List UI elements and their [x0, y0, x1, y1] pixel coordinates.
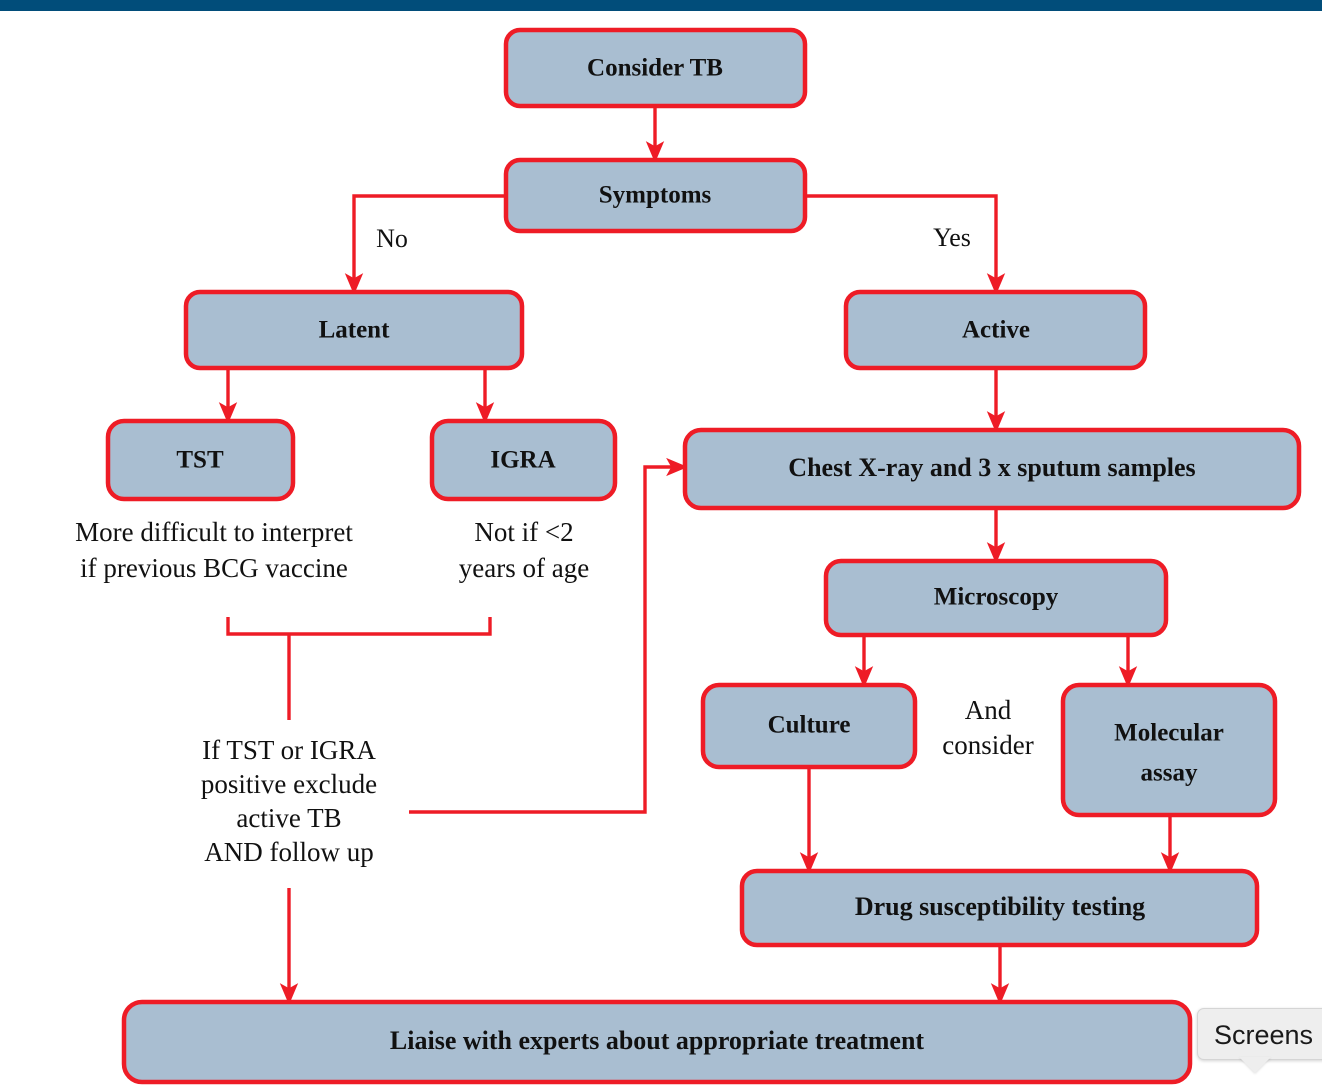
node-liaise-with-experts-label: Liaise with experts about appropriate tr…: [390, 1026, 924, 1055]
node-microscopy[interactable]: Microscopy: [823, 558, 1169, 638]
node-drug-susceptibility-testing[interactable]: Drug susceptibility testing: [739, 868, 1260, 948]
node-active-label: Active: [962, 317, 1030, 344]
edge-symptoms-to-active: [805, 194, 1006, 295]
node-molecular-assay-rect[interactable]: [1060, 682, 1278, 818]
node-consider-tb[interactable]: Consider TB: [503, 27, 808, 109]
edge-group: [218, 106, 1180, 1005]
edge-label-and-consider-line1: And: [965, 695, 1012, 725]
node-tst-rect[interactable]: [105, 418, 296, 502]
screens-tooltip[interactable]: Screens: [1197, 1008, 1322, 1060]
annotation-tst-note-line2: if previous BCG vaccine: [80, 553, 348, 583]
edge-tst-note-merge: [226, 617, 492, 636]
top-accent-bar: [0, 0, 1322, 11]
node-culture-label: Culture: [768, 712, 851, 739]
node-drug-susceptibility-testing-rect[interactable]: [739, 868, 1260, 948]
node-symptoms[interactable]: Symptoms: [503, 157, 808, 234]
edge-symptoms-to-latent: [344, 194, 506, 295]
node-chest-xray-rect[interactable]: [682, 427, 1302, 511]
node-consider-tb-rect[interactable]: [503, 27, 808, 109]
node-tst[interactable]: TST: [105, 418, 296, 502]
node-active-rect[interactable]: [843, 289, 1148, 371]
node-microscopy-rect[interactable]: [823, 558, 1169, 638]
edge-label-yes: Yes: [933, 223, 971, 252]
annotation-followup-note-line4: AND follow up: [204, 837, 374, 867]
annotation-followup-note: If TST or IGRA positive exclude active T…: [201, 735, 377, 867]
node-latent-rect[interactable]: [183, 289, 525, 371]
annotation-igra-note-line1: Not if <2: [474, 517, 573, 547]
annotation-followup-note-line1: If TST or IGRA: [202, 735, 376, 765]
node-igra-label: IGRA: [490, 447, 555, 474]
annotation-followup-note-line3: active TB: [236, 803, 341, 833]
node-active[interactable]: Active: [843, 289, 1148, 371]
annotation-tst-note: More difficult to interpret if previous …: [75, 517, 353, 583]
node-drug-susceptibility-testing-label: Drug susceptibility testing: [855, 892, 1145, 921]
annotation-tst-note-line1: More difficult to interpret: [75, 517, 353, 547]
node-symptoms-label: Symptoms: [599, 182, 712, 209]
node-tst-label: TST: [176, 447, 224, 474]
node-liaise-with-experts-rect[interactable]: [121, 999, 1193, 1085]
node-latent-label: Latent: [319, 317, 391, 344]
edge-followup-to-chestxray: [409, 457, 688, 814]
annotation-followup-note-line2: positive exclude: [201, 769, 377, 799]
node-consider-tb-label: Consider TB: [587, 55, 723, 82]
node-culture-rect[interactable]: [700, 682, 918, 770]
node-culture[interactable]: Culture: [700, 682, 918, 770]
node-microscopy-label: Microscopy: [934, 584, 1059, 611]
node-liaise-with-experts[interactable]: Liaise with experts about appropriate tr…: [121, 999, 1193, 1085]
node-chest-xray-label: Chest X-ray and 3 x sputum samples: [788, 453, 1195, 482]
node-chest-xray[interactable]: Chest X-ray and 3 x sputum samples: [682, 427, 1302, 511]
edge-label-no: No: [376, 224, 408, 253]
annotation-igra-note: Not if <2 years of age: [459, 517, 589, 583]
node-igra[interactable]: IGRA: [429, 418, 618, 502]
node-molecular-assay-label-line1: Molecular: [1114, 720, 1224, 747]
node-latent[interactable]: Latent: [183, 289, 525, 371]
node-igra-rect[interactable]: [429, 418, 618, 502]
tooltip-pointer: [1239, 1057, 1271, 1073]
node-molecular-assay[interactable]: Molecular assay: [1060, 682, 1278, 818]
node-symptoms-rect[interactable]: [503, 157, 808, 234]
edge-label-and-consider-line2: consider: [942, 730, 1033, 760]
node-molecular-assay-label-line2: assay: [1141, 760, 1198, 787]
annotation-igra-note-line2: years of age: [459, 553, 589, 583]
